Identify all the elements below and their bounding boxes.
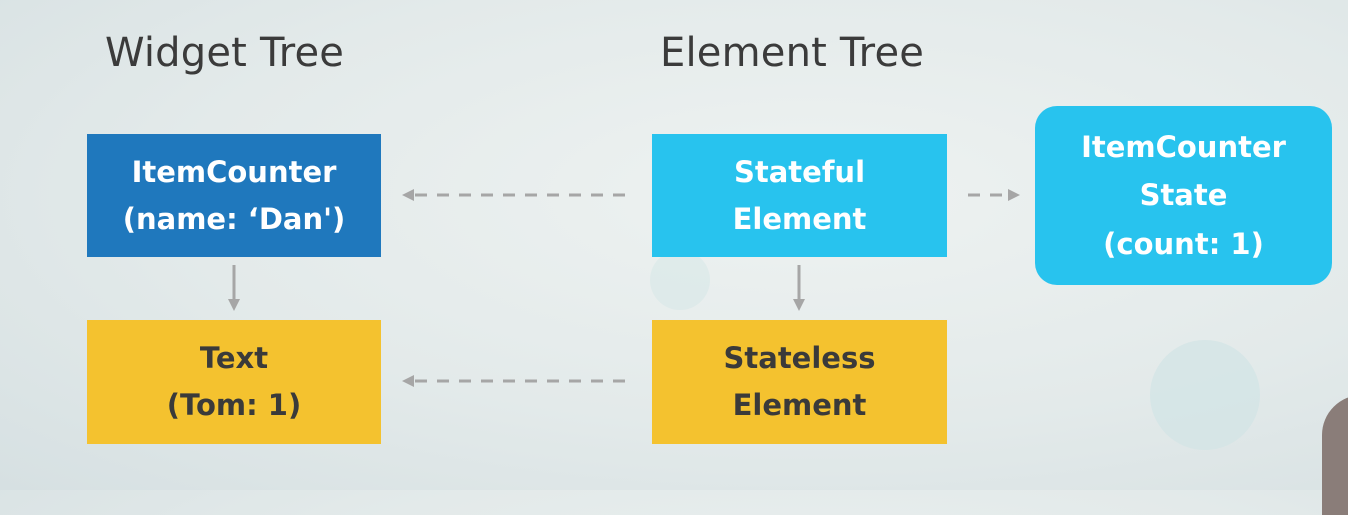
stateful-element-line2: Element	[732, 201, 867, 236]
stateless-element-line1: Stateless	[723, 341, 876, 376]
item-counter-widget-param: (name: ‘Dan')	[122, 201, 346, 236]
item-counter-widget-box: ItemCounter (name: ‘Dan')	[87, 134, 381, 257]
background-blob	[1150, 340, 1260, 450]
text-widget-param: (Tom: 1)	[166, 388, 302, 422]
item-counter-widget-name: ItemCounter	[131, 154, 337, 189]
element-tree-heading: Element Tree	[660, 30, 925, 76]
text-widget-box: Text (Tom: 1)	[87, 320, 381, 444]
state-name-line1: ItemCounter	[1081, 130, 1286, 165]
state-count: (count: 1)	[1103, 226, 1264, 261]
text-widget-name: Text	[199, 341, 269, 376]
item-counter-state-box: ItemCounter State (count: 1)	[1035, 106, 1332, 285]
presenter-silhouette	[1322, 395, 1348, 515]
stateful-element-line1: Stateful	[733, 154, 866, 189]
background-blob	[650, 250, 710, 310]
stateless-element-line2: Element	[732, 388, 867, 422]
widget-tree-heading: Widget Tree	[105, 30, 345, 76]
state-name-line2: State	[1139, 178, 1228, 213]
stateless-element-box: Stateless Element	[652, 320, 947, 444]
stateful-element-box: Stateful Element	[652, 134, 947, 257]
